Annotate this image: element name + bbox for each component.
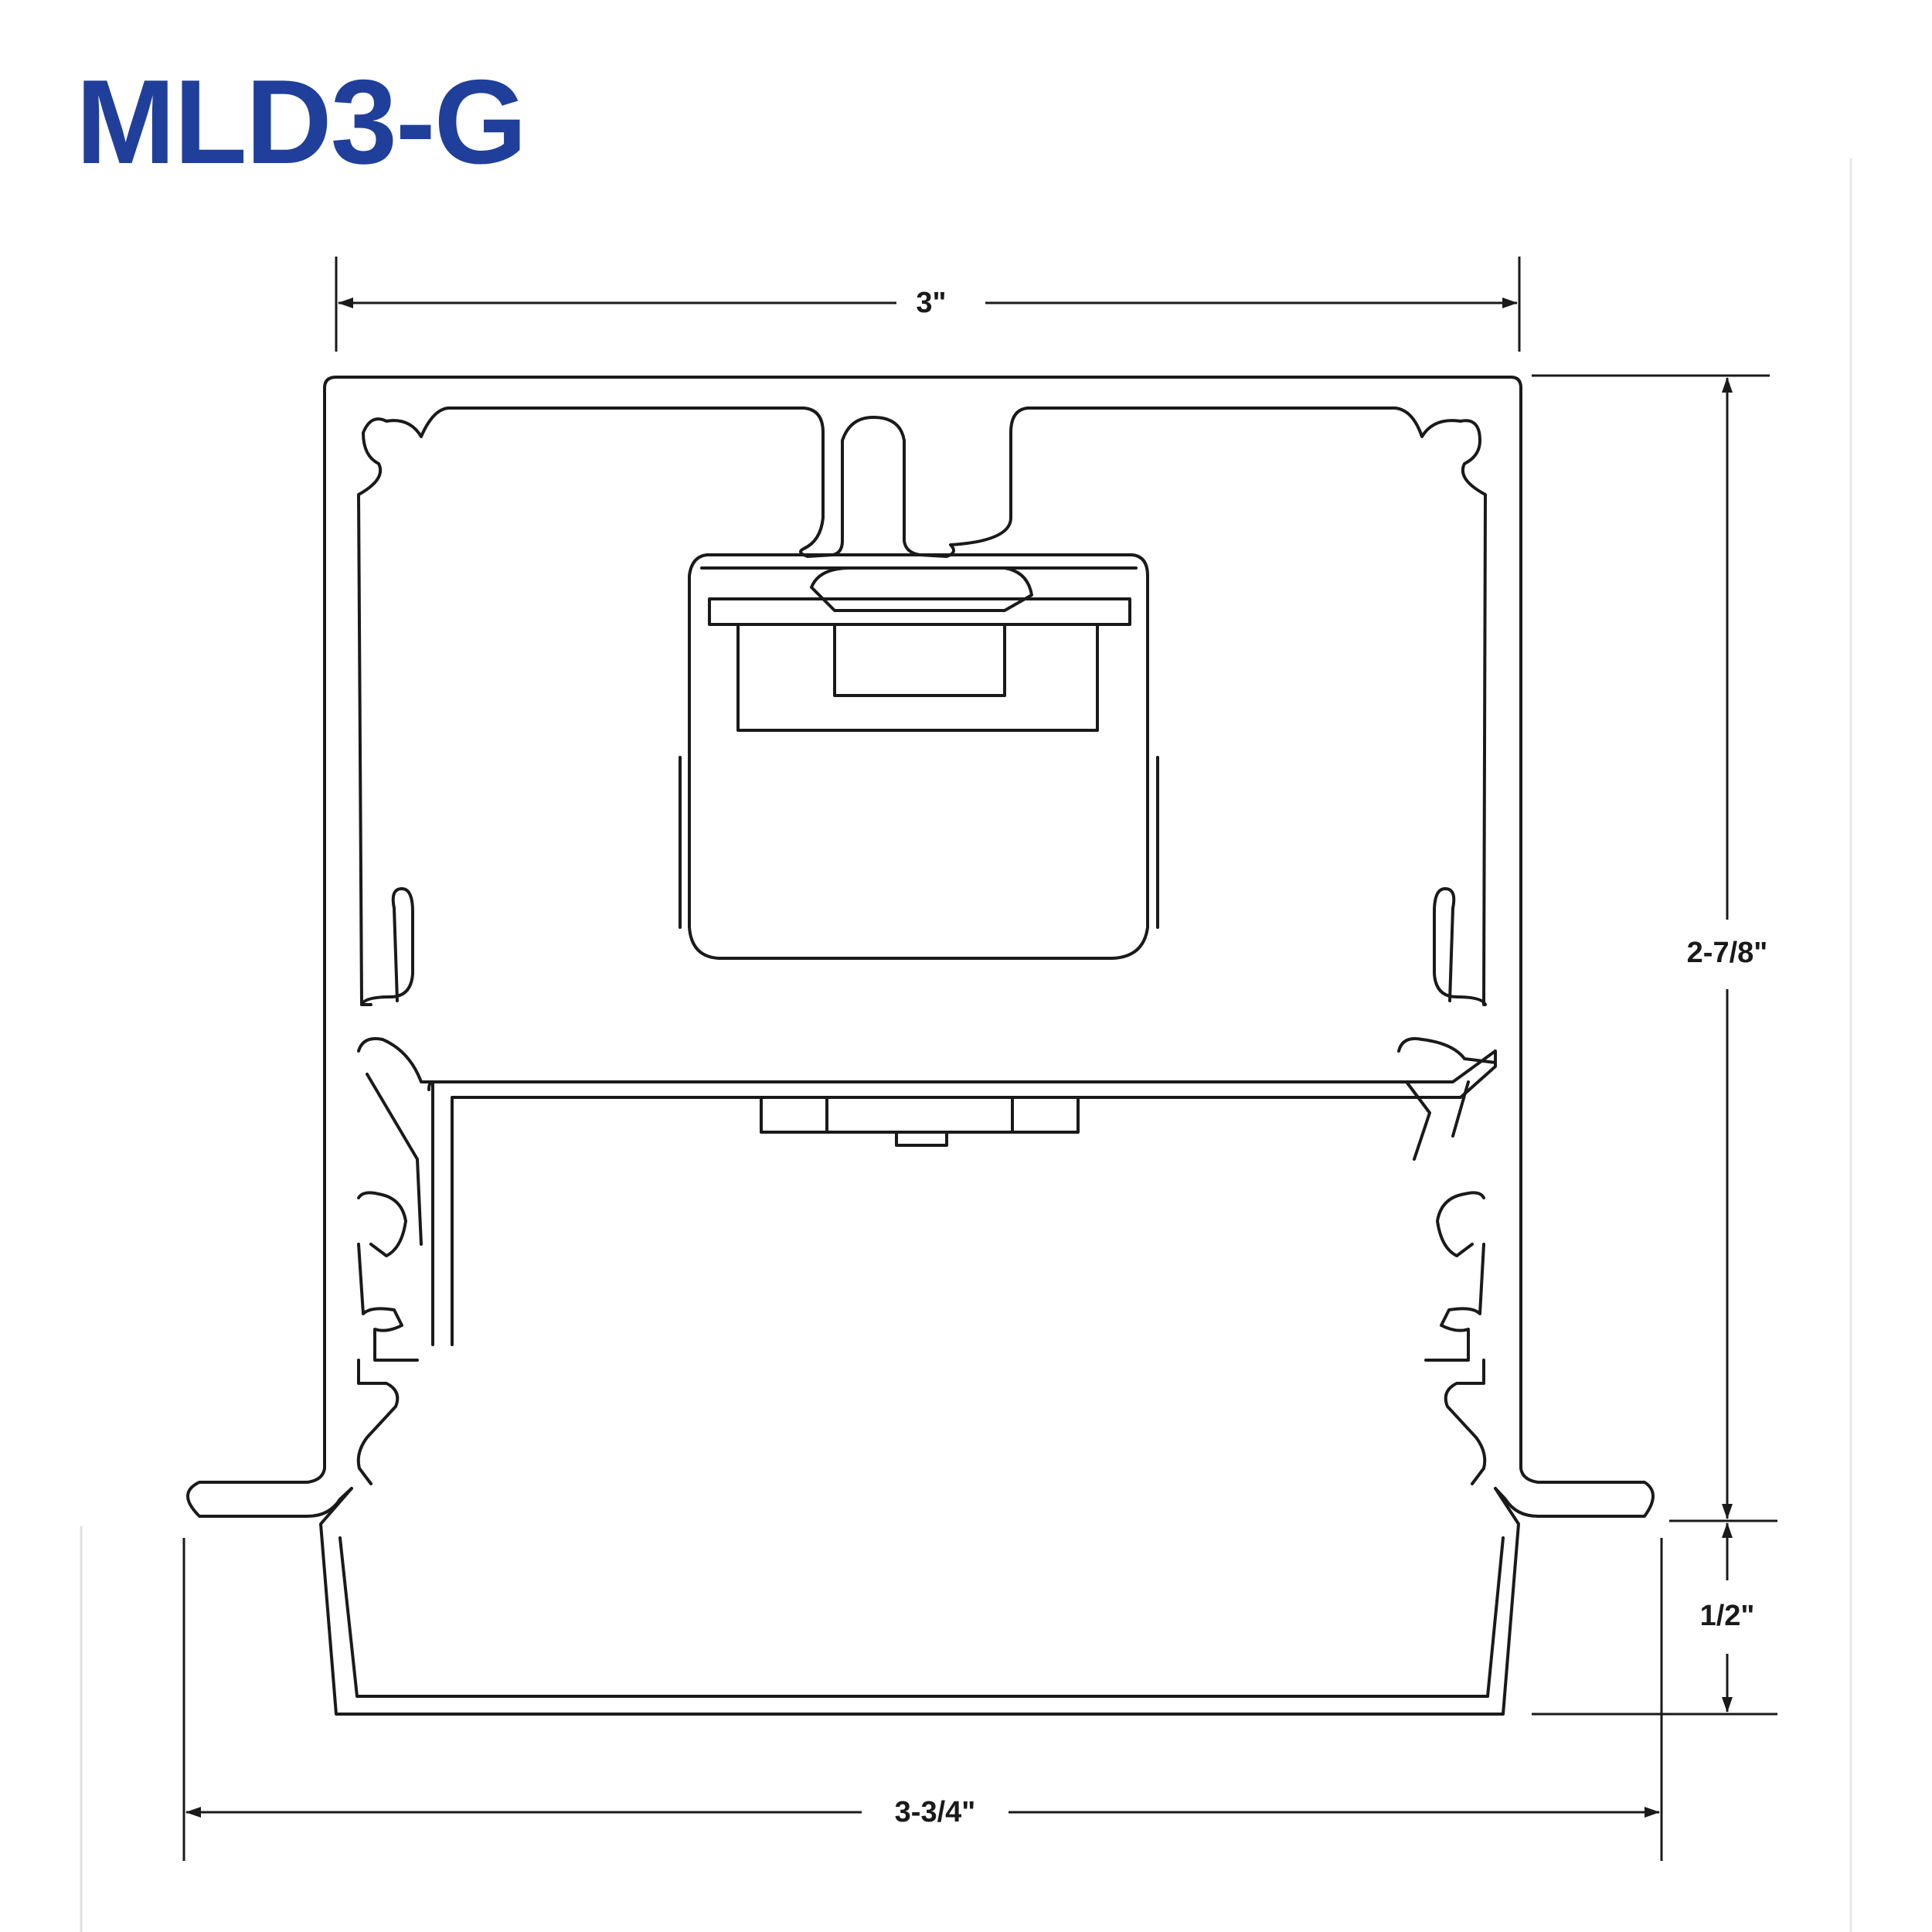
- left-lower-hooks: [356, 1191, 419, 1485]
- housing-outer-outline: [186, 376, 1655, 1518]
- housing-inner-outline: [357, 406, 1487, 1006]
- dim-label-lens-depth: 1/2": [1700, 1600, 1755, 1632]
- dim-label-housing-height: 2-7/8": [1687, 937, 1768, 969]
- mounting-plate: [427, 1049, 1497, 1346]
- driver-box: [679, 553, 1159, 960]
- lens-diffuser: [319, 1487, 1520, 1716]
- dim-label-top-width: 3": [916, 287, 946, 319]
- plate-center-bracket: [760, 1096, 1080, 1147]
- right-lower-hooks: [1424, 1191, 1487, 1485]
- dim-label-flange-width: 3-3/4": [895, 1796, 976, 1828]
- left-diagonal-rib: [357, 1037, 434, 1346]
- product-title: MLD3-G: [76, 55, 527, 189]
- left-clip-upper: [360, 887, 414, 1006]
- right-clip-upper: [1433, 887, 1487, 1006]
